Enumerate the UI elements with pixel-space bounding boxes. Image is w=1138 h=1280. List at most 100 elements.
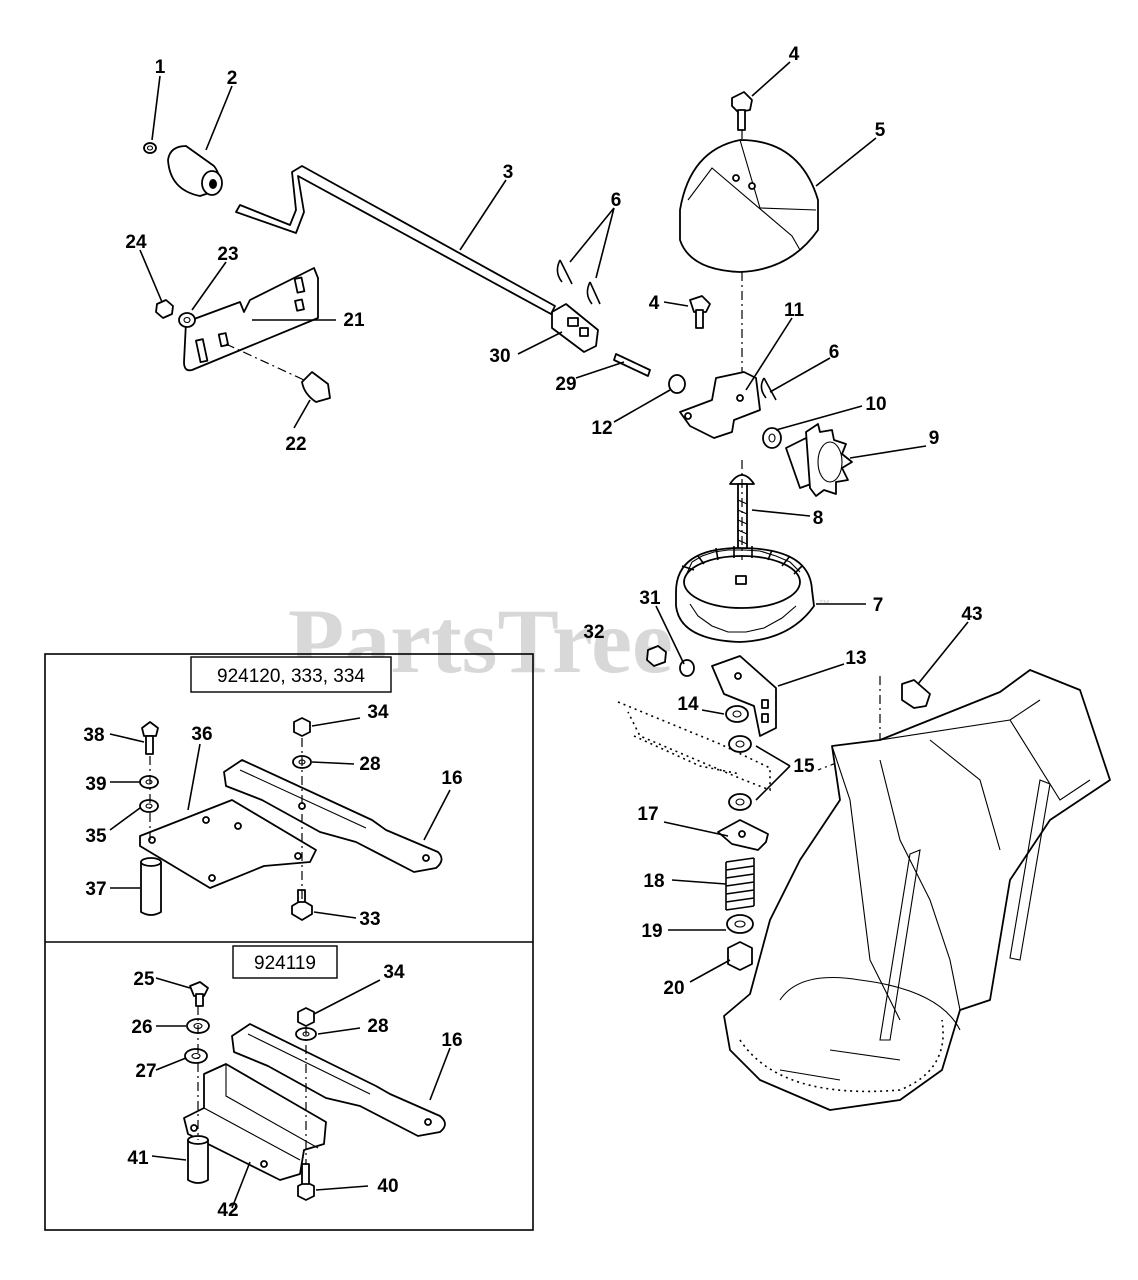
callout-20: 20 [663, 978, 684, 999]
callout-3: 3 [503, 162, 514, 183]
callout-34-inset-1: 34 [367, 702, 389, 723]
inset-1-bolt-38[interactable] [141, 721, 159, 755]
callout-17: 17 [637, 804, 658, 825]
callout-6-middle: 6 [829, 342, 840, 363]
part-3-crank-rod[interactable] [235, 165, 556, 315]
callout-7: 7 [873, 595, 884, 616]
part-29-pin[interactable] [613, 353, 651, 377]
callout-25: 25 [133, 969, 155, 990]
callout-29: 29 [555, 374, 576, 395]
callout-34-inset-2: 34 [383, 962, 405, 983]
chute-lever-plate [617, 701, 771, 792]
callout-6-top: 6 [611, 190, 622, 211]
callout-35: 35 [85, 826, 107, 847]
callout-38: 38 [83, 725, 104, 746]
callout-4-middle: 4 [649, 293, 660, 314]
inset-frame [44, 653, 534, 1231]
part-6-cotter-pins[interactable] [556, 259, 777, 401]
callout-leaders [139, 61, 969, 983]
callout-9: 9 [929, 428, 940, 449]
inset-2: 924119 [127, 945, 463, 1221]
inset-1-washer-39[interactable] [139, 775, 159, 789]
callout-16-inset-2: 16 [441, 1030, 462, 1051]
callout-39: 39 [85, 774, 106, 795]
callout-11: 11 [784, 300, 805, 321]
callout-32: 32 [583, 622, 604, 643]
inset-2-bolt-25[interactable] [189, 981, 209, 1007]
callout-19: 19 [641, 921, 662, 942]
callout-27: 27 [135, 1061, 156, 1082]
callout-4-top: 4 [789, 44, 800, 65]
part-23-washer[interactable] [178, 312, 196, 328]
part-31-washer[interactable] [679, 659, 695, 677]
part-30-coupler[interactable] [551, 303, 599, 353]
part-13-bracket[interactable] [711, 655, 777, 737]
callout-12: 12 [591, 418, 612, 439]
callout-1: 1 [155, 57, 166, 78]
part-15-washers[interactable] [728, 735, 752, 811]
callout-18: 18 [643, 871, 664, 892]
callout-22: 22 [285, 434, 306, 455]
callout-21: 21 [343, 310, 365, 331]
inset-2-spacer-41[interactable] [187, 1135, 209, 1184]
inset-1-washer-35[interactable] [139, 799, 159, 813]
callout-26: 26 [131, 1017, 152, 1038]
callout-15: 15 [793, 756, 815, 777]
part-21-bracket[interactable] [183, 267, 319, 372]
part-4-bolt-top[interactable] [731, 91, 753, 131]
callout-16-inset-1: 16 [441, 768, 462, 789]
part-9-pinion-gear[interactable] [785, 423, 853, 497]
inset-2-bolt-40[interactable] [297, 1163, 315, 1201]
part-5-chute-cap[interactable] [679, 130, 819, 398]
callout-41: 41 [127, 1148, 149, 1169]
inset-1-nut-34[interactable] [293, 717, 311, 737]
callout-14: 14 [677, 694, 699, 715]
discharge-chute [723, 669, 1111, 1111]
part-20-nut[interactable] [727, 941, 753, 971]
callout-31: 31 [639, 588, 661, 609]
part-19-washer[interactable] [726, 914, 754, 934]
callout-42: 42 [217, 1200, 238, 1221]
inset-2-bracket-42[interactable] [183, 1063, 327, 1181]
part-11-bracket[interactable] [679, 371, 761, 439]
part-4-bolt-middle[interactable] [689, 295, 711, 329]
callout-2: 2 [227, 68, 238, 89]
inset-2-nut-34[interactable] [297, 1007, 315, 1027]
callout-43: 43 [961, 604, 982, 625]
inset-1-title: 924120, 333, 334 [217, 666, 365, 687]
callout-10: 10 [865, 394, 886, 415]
part-10-washer[interactable] [762, 427, 782, 449]
part-2-knob[interactable] [167, 145, 223, 197]
inset-1-lever-16[interactable] [223, 759, 443, 873]
inset-1-spacer-37[interactable] [140, 857, 162, 916]
callout-23: 23 [217, 244, 238, 265]
callout-8: 8 [813, 508, 824, 529]
part-12-lock-washer[interactable] [668, 374, 686, 394]
callout-24: 24 [125, 232, 147, 253]
callout-13: 13 [845, 648, 866, 669]
inset-2-lever-16[interactable] [231, 1023, 446, 1137]
part-1-nut[interactable] [143, 142, 157, 154]
inset-2-leaders [151, 977, 451, 1209]
part-7-ring-gear[interactable] [675, 460, 815, 643]
callout-28-inset-1: 28 [359, 754, 380, 775]
inset-2-title: 924119 [254, 953, 316, 974]
callout-28-inset-2: 28 [367, 1016, 388, 1037]
inset-2-washer-27[interactable] [184, 1048, 208, 1064]
inset-1-plate-36[interactable] [139, 799, 317, 889]
inset-1-leaders [109, 717, 451, 919]
part-14-washer[interactable] [725, 705, 749, 723]
inset-2-title-box [232, 945, 338, 979]
callout-37: 37 [85, 879, 106, 900]
part-22-bolt[interactable] [225, 343, 331, 403]
callout-33: 33 [359, 909, 380, 930]
part-18-spring[interactable] [725, 857, 755, 911]
inset-1: 924120, 333, 334 [83, 656, 463, 930]
part-32-nut[interactable] [646, 645, 667, 667]
part-17-plate[interactable] [717, 819, 769, 851]
inset-1-title-box [190, 656, 392, 693]
callout-30: 30 [489, 346, 510, 367]
part-24-nut[interactable] [155, 299, 174, 319]
callout-5: 5 [875, 120, 886, 141]
